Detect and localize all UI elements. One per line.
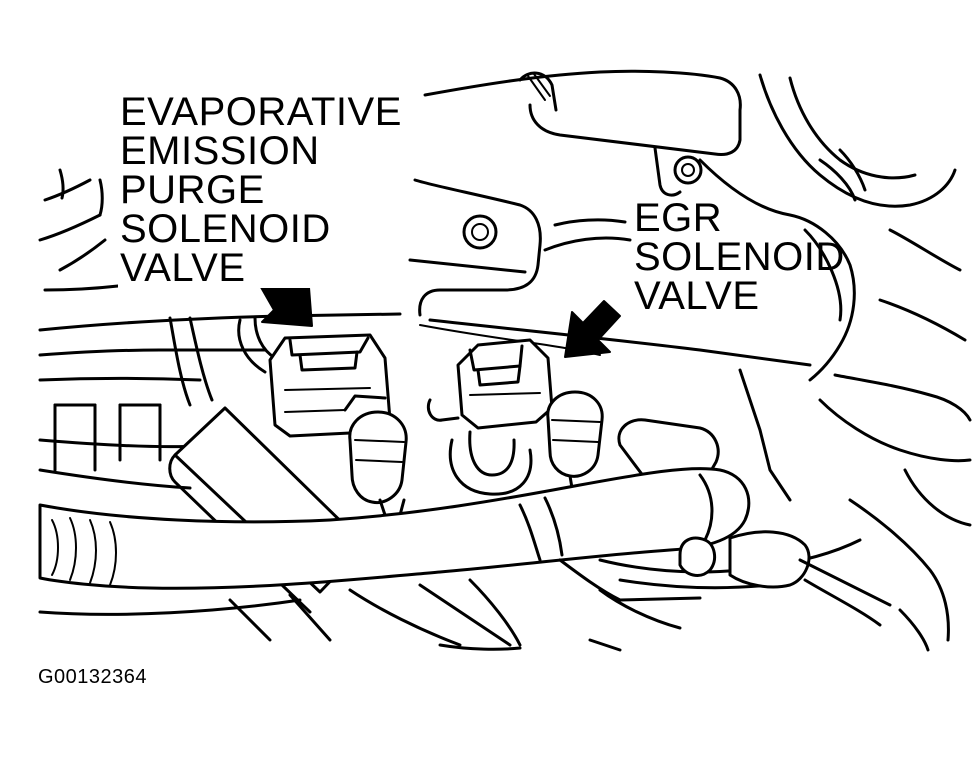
egr-valve-arrow xyxy=(564,300,621,358)
lower-components xyxy=(38,498,950,652)
bracket-plate xyxy=(408,178,632,317)
egr-label-line-2: SOLENOID xyxy=(634,235,845,279)
upper-housing xyxy=(423,69,742,197)
egr-solenoid-valve-label: EGR SOLENOID VALVE xyxy=(632,196,847,318)
evap-purge-solenoid-valve xyxy=(268,333,408,521)
evap-label-line-2: EMISSION xyxy=(120,129,320,173)
figure-id: G00132364 xyxy=(38,666,148,688)
egr-solenoid-valve xyxy=(426,338,604,496)
right-hoses xyxy=(698,73,972,527)
left-background xyxy=(38,168,120,292)
purge-hose xyxy=(168,316,277,407)
evap-label-line-3: PURGE xyxy=(120,168,265,212)
egr-label-line-3: VALVE xyxy=(634,274,760,318)
egr-label-line-1: EGR xyxy=(634,196,723,240)
evap-label-line-1: EVAPORATIVE xyxy=(120,90,402,134)
evap-purge-solenoid-valve-label: EVAPORATIVE EMISSION PURGE SOLENOID VALV… xyxy=(118,90,404,290)
evap-label-line-5: VALVE xyxy=(120,246,246,290)
evap-label-line-4: SOLENOID xyxy=(120,207,331,251)
main-hose xyxy=(38,467,751,590)
